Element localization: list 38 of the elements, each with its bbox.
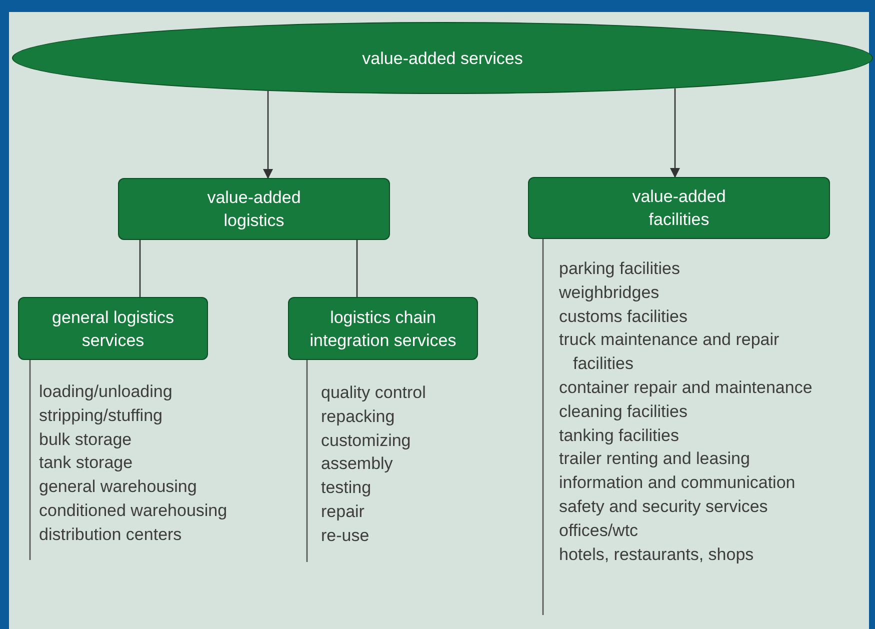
- node-label: logistics chain integration services: [310, 308, 456, 350]
- list-item: weighbridges: [559, 282, 660, 304]
- list-item: cleaning facilities: [559, 400, 689, 423]
- category-box: [18, 297, 208, 360]
- list-item: safety and security services: [559, 496, 769, 518]
- list-item: assembly: [321, 453, 394, 476]
- list-item: stripping/stuffing: [39, 404, 164, 427]
- list-item: testing: [321, 477, 372, 500]
- connector-line: [139, 240, 141, 297]
- list-item: customizing: [321, 430, 412, 452]
- list-item: distribution centers: [39, 524, 183, 546]
- node-label: general logistics services: [52, 308, 174, 350]
- node-label: value-added logistics: [207, 188, 301, 230]
- category-box: [118, 178, 390, 240]
- list-item: re-use: [321, 524, 370, 547]
- list-item: parking facilities: [559, 258, 681, 280]
- arrow: [263, 90, 273, 179]
- list-item: customs facilities: [559, 306, 688, 328]
- connector-line: [356, 240, 358, 297]
- list-item: loading/unloading: [39, 381, 174, 403]
- list-item: tank storage: [39, 452, 134, 474]
- node-label: value-added services: [362, 48, 523, 68]
- list-item: offices/wtc: [559, 520, 640, 542]
- list-item: container repair and maintenance: [559, 376, 814, 399]
- category-box: [288, 297, 478, 360]
- node-label: value-added facilities: [632, 187, 726, 229]
- list-item: tanking facilities: [559, 424, 680, 447]
- list-item: conditioned warehousing: [39, 500, 228, 522]
- list-item: quality control: [321, 382, 427, 404]
- list-item: repair: [321, 500, 366, 523]
- list-item: information and communication: [559, 472, 796, 494]
- list-item: bulk storage: [39, 428, 133, 451]
- arrow: [670, 88, 680, 178]
- list-item: general warehousing: [39, 476, 198, 498]
- list-item: repacking: [321, 406, 396, 428]
- category-box: [528, 177, 830, 239]
- list-item: trailer renting and leasing: [559, 448, 751, 470]
- list-item: hotels, restaurants, shops: [559, 544, 755, 566]
